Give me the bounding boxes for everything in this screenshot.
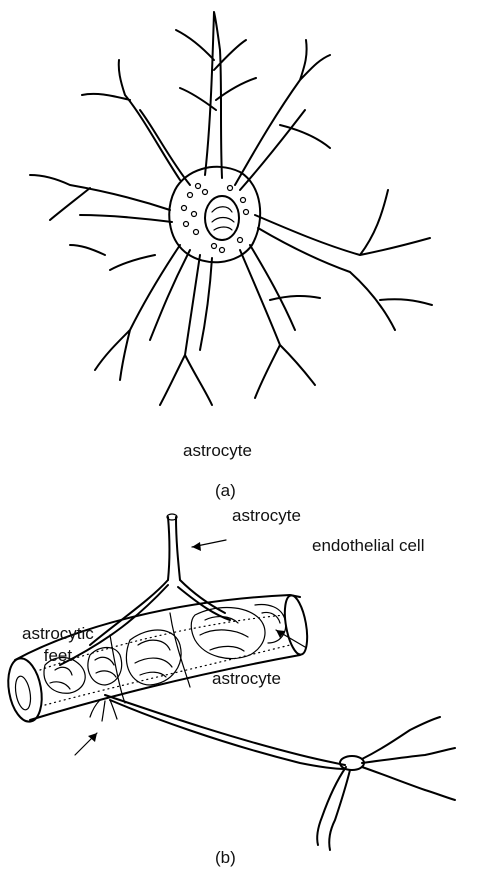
astrocyte-label: astrocyte — [183, 442, 252, 459]
label-endothelial-cell: endothelial cell — [312, 537, 424, 554]
astrocyte-processes — [30, 12, 432, 405]
caption-b: (b) — [215, 849, 236, 866]
caption-a: (a) — [215, 482, 236, 499]
label-astrocyte-bottom: astrocyte — [212, 670, 281, 687]
astrocyte-nucleus — [205, 196, 239, 240]
label-astrocyte-top: astrocyte — [232, 507, 301, 524]
astrocyte-drawing — [0, 0, 487, 505]
panel-b-blood-vessel: astrocyte endothelial cell astrocytic fe… — [0, 505, 487, 871]
panel-a-astrocyte: astrocyte (a) — [0, 0, 487, 505]
vessel-drawing — [0, 505, 487, 871]
label-astrocytic-feet: astrocytic feet — [22, 623, 94, 667]
